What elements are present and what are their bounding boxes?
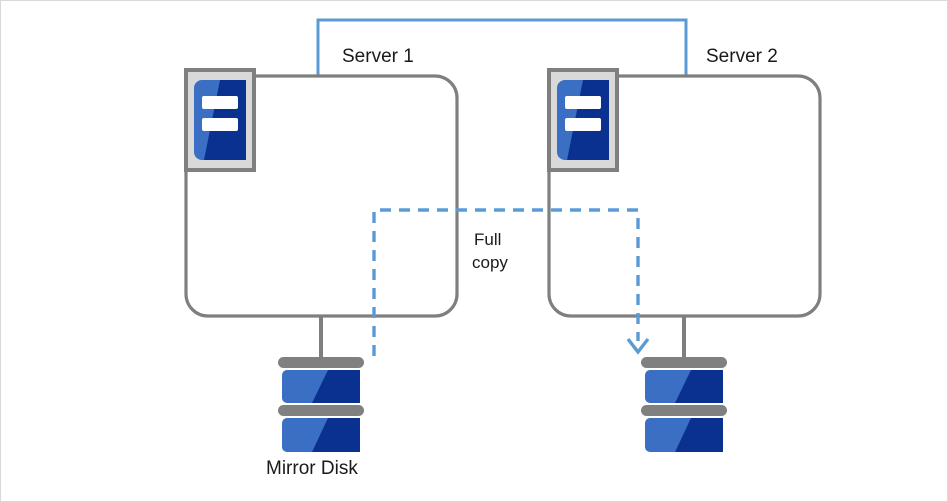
server-2-label: Server 2	[706, 46, 778, 67]
disk-1-icon	[278, 357, 364, 452]
disk-1-label: Mirror Disk	[266, 458, 358, 479]
disk-plate-top	[641, 357, 727, 368]
server-icon-bar-top	[565, 96, 601, 109]
copy-flow-arrowhead	[626, 337, 650, 355]
server-icon-bar-bottom	[202, 118, 238, 131]
server-icon-bar-top	[202, 96, 238, 109]
copy-flow-label-line1: Full	[474, 230, 502, 249]
server-2-icon	[547, 68, 619, 172]
server-1-icon	[184, 68, 256, 172]
disk-platter-upper-shade	[312, 370, 360, 403]
interconnect-path	[316, 18, 688, 76]
disk-plate-middle	[641, 405, 727, 416]
copy-flow-arrow	[372, 208, 650, 356]
disk-platter-lower-shade	[312, 418, 360, 452]
copy-flow-label-line2: copy	[472, 253, 508, 272]
disk-2-icon	[641, 357, 727, 452]
disk-platter-lower-shade	[675, 418, 723, 452]
server-icon-bar-bottom	[565, 118, 601, 131]
copy-flow-path	[372, 208, 640, 356]
server-1-label: Server 1	[342, 46, 414, 67]
disk-platter-upper-shade	[675, 370, 723, 403]
disk-plate-top	[278, 357, 364, 368]
interconnect-link	[316, 18, 688, 76]
disk-plate-middle	[278, 405, 364, 416]
